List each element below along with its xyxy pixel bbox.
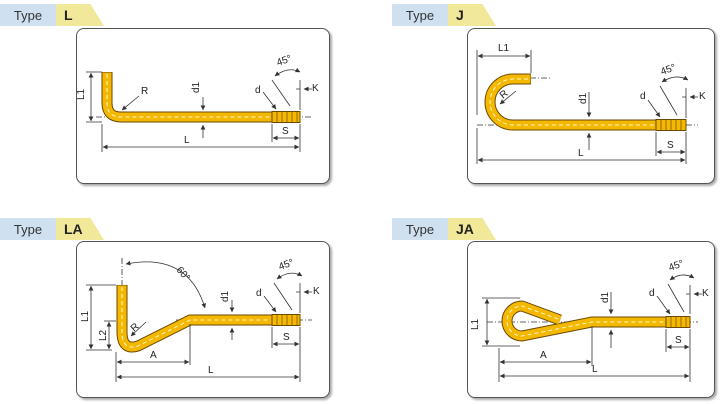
dim-d: d <box>649 288 655 299</box>
dim-l1: L1 <box>498 43 510 54</box>
dim-angle: 45° <box>275 53 293 69</box>
type-tab-l: Type L <box>0 4 104 26</box>
type-tab-j: Type J <box>392 4 496 26</box>
type-label: Type <box>0 218 56 240</box>
bolt-rod <box>101 72 272 123</box>
type-value: LA <box>56 218 104 240</box>
diagram-type-la: 60° L1 L2 R d1 d 45° K S A <box>80 257 320 382</box>
threaded-end <box>271 314 301 326</box>
dim-d1: d1 <box>578 92 589 104</box>
dim-l: L <box>578 148 584 159</box>
bolt-rod <box>484 73 656 131</box>
dim-l: L <box>184 135 190 146</box>
type-label: Type <box>0 4 56 26</box>
dim-d1: d1 <box>600 291 611 303</box>
dim-l: L <box>208 365 214 376</box>
diagram-type-l: L1 R d1 d 45° K S L <box>76 53 319 152</box>
dim-s: S <box>282 126 289 137</box>
dim-angle: 45° <box>659 62 677 78</box>
dim-d: d <box>255 85 261 96</box>
dim-k: K <box>312 83 319 94</box>
type-value: JA <box>448 218 496 240</box>
type-label: Type <box>392 218 448 240</box>
dim-l: L <box>592 364 598 375</box>
dim-s: S <box>283 332 290 343</box>
dim-r: R <box>498 88 511 101</box>
dim-angle: 45° <box>667 258 685 274</box>
dim-angle: 45° <box>277 257 295 273</box>
dim-a: A <box>540 350 547 361</box>
dim-k: K <box>699 91 706 102</box>
type-tab-la: Type LA <box>0 218 104 240</box>
dim-r: R <box>129 321 142 334</box>
dim-r: R <box>141 86 148 97</box>
diagram-type-j: L1 R d1 d 45° K S L <box>476 43 706 164</box>
type-tab-ja: Type JA <box>392 218 496 240</box>
dim-s: S <box>675 335 682 346</box>
dim-a: A <box>150 350 157 361</box>
dim-l1: L1 <box>80 310 91 322</box>
type-label: Type <box>392 4 448 26</box>
dim-d1: d1 <box>220 290 231 302</box>
dim-s: S <box>667 140 674 151</box>
type-value: L <box>56 4 104 26</box>
type-value: J <box>448 4 496 26</box>
diagram-type-ja: L1 d1 d 45° K S A L <box>470 258 709 382</box>
dim-angle-60: 60° <box>174 265 192 284</box>
dim-l1: L1 <box>76 88 87 100</box>
dim-l2: L2 <box>98 329 109 341</box>
dim-k: K <box>313 286 320 297</box>
dim-d1: d1 <box>191 81 202 93</box>
threaded-end <box>665 316 691 328</box>
dim-d: d <box>256 288 262 299</box>
threaded-end <box>271 111 301 123</box>
dim-d: d <box>640 91 646 102</box>
dim-l1: L1 <box>470 318 481 330</box>
dim-k: K <box>702 288 709 299</box>
